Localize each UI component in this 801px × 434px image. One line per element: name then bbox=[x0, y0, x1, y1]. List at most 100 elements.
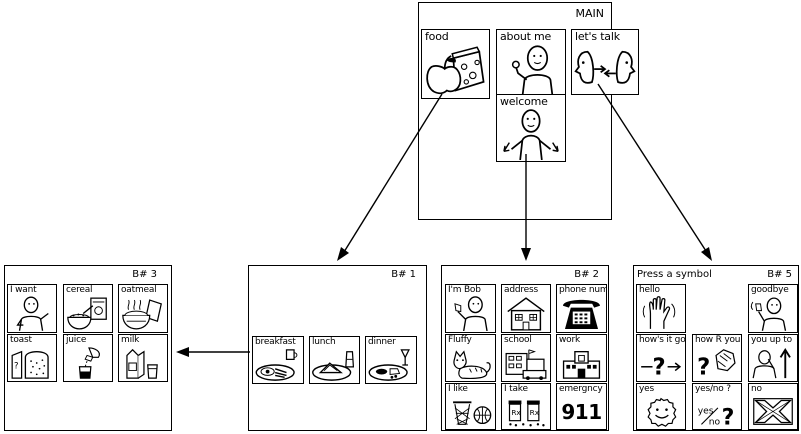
board-b2-title: B# 2 bbox=[574, 269, 599, 280]
cell-im-bob[interactable]: I'm Bob bbox=[445, 284, 496, 333]
arrow-question-icon: ? bbox=[637, 346, 685, 380]
cell-im-bob-label: I'm Bob bbox=[448, 285, 481, 295]
arrow-food-to-b1 bbox=[337, 93, 443, 261]
cell-i-want[interactable]: I want bbox=[7, 284, 57, 333]
cell-i-want-label: I want bbox=[10, 285, 37, 295]
dinner-plate-icon bbox=[366, 348, 416, 382]
cereal-bowl-icon bbox=[64, 296, 112, 331]
person-welcome-icon bbox=[497, 108, 565, 160]
svg-text:?: ? bbox=[697, 354, 710, 380]
cell-phone-num[interactable]: phone num bbox=[556, 284, 607, 333]
cell-emergency-label: emergncy bbox=[559, 384, 603, 394]
juice-glass-icon bbox=[64, 346, 112, 380]
yes-no-question-icon: yes no ? bbox=[693, 395, 741, 428]
svg-text:no: no bbox=[709, 416, 721, 427]
cell-emergency[interactable]: emergncy 911 bbox=[556, 383, 607, 430]
breakfast-plate-icon bbox=[253, 348, 303, 382]
cell-yes-label: yes bbox=[639, 384, 654, 394]
cell-you-up-to[interactable]: you up to bbox=[748, 334, 798, 382]
cell-phone-num-label: phone num bbox=[559, 285, 607, 295]
telephone-icon bbox=[557, 296, 606, 331]
arrow-lets-talk-to-b5 bbox=[597, 83, 712, 261]
person-up-arrow-icon bbox=[749, 346, 797, 380]
board-b1: B# 1 breakfast lunch dinner bbox=[248, 265, 427, 431]
cell-toast[interactable]: toast ? bbox=[7, 334, 57, 382]
cell-yes-no-label: yes/no ? bbox=[695, 384, 731, 394]
cell-lunch[interactable]: lunch bbox=[309, 336, 360, 384]
basketball-icon bbox=[446, 395, 495, 428]
cell-hello[interactable]: hello bbox=[636, 284, 686, 333]
cell-oatmeal[interactable]: oatmeal bbox=[118, 284, 168, 333]
cell-no[interactable]: no bbox=[748, 383, 798, 430]
cell-hows-it-go[interactable]: how's it go ? bbox=[636, 334, 686, 382]
emergency-number-text: 911 bbox=[561, 399, 602, 424]
cell-i-like-label: I like bbox=[448, 384, 468, 394]
board-b2: B# 2 I'm Bob address phone num bbox=[441, 265, 609, 431]
cell-about-me[interactable]: about me bbox=[496, 29, 566, 99]
person-waving-icon bbox=[446, 296, 495, 331]
arrow-b1-to-b3 bbox=[176, 347, 250, 357]
cell-no-label: no bbox=[751, 384, 762, 394]
cell-breakfast[interactable]: breakfast bbox=[252, 336, 304, 384]
cell-milk[interactable]: milk bbox=[118, 334, 168, 382]
board-b1-title: B# 1 bbox=[391, 269, 416, 280]
cell-juice[interactable]: juice bbox=[63, 334, 113, 382]
cell-welcome-label: welcome bbox=[500, 95, 548, 108]
person-reaching-icon bbox=[8, 296, 56, 331]
svg-text:?: ? bbox=[14, 362, 19, 372]
cell-i-like[interactable]: I like bbox=[445, 383, 496, 430]
svg-text:?: ? bbox=[653, 354, 666, 380]
building-icon bbox=[557, 346, 606, 380]
board-b5-title-right: B# 5 bbox=[767, 269, 792, 280]
cat-icon bbox=[446, 346, 495, 380]
question-hands-icon: ? bbox=[693, 346, 741, 380]
cell-toast-label: toast bbox=[10, 335, 32, 345]
cell-lets-talk-label: let's talk bbox=[575, 30, 620, 43]
cell-yes-no[interactable]: yes/no ? yes no ? bbox=[692, 383, 742, 430]
board-b3-title: B# 3 bbox=[132, 269, 157, 280]
cell-goodbye[interactable]: goodbye bbox=[748, 284, 798, 333]
board-b3: B# 3 I want cereal oatmea bbox=[4, 265, 172, 431]
oatmeal-bowl-icon bbox=[119, 296, 167, 331]
cell-fluffy[interactable]: Fluffy bbox=[445, 334, 496, 382]
cell-lunch-label: lunch bbox=[312, 337, 336, 347]
cell-cereal[interactable]: cereal bbox=[63, 284, 113, 333]
svg-text:?: ? bbox=[722, 405, 735, 428]
cell-food-label: food bbox=[425, 30, 449, 43]
svg-text:Rx: Rx bbox=[511, 408, 521, 417]
cell-yes[interactable]: yes bbox=[636, 383, 686, 430]
toast-icon: ? bbox=[8, 346, 56, 380]
cell-oatmeal-label: oatmeal bbox=[121, 285, 157, 295]
cell-food[interactable]: food bbox=[421, 29, 490, 99]
cell-address[interactable]: address bbox=[501, 284, 551, 333]
board-b5: Press a symbol B# 5 hello goodbye how's … bbox=[633, 265, 799, 431]
board-main-title: MAIN bbox=[575, 7, 605, 20]
cell-about-me-label: about me bbox=[500, 30, 552, 43]
lunch-plate-icon bbox=[310, 348, 359, 382]
cell-school[interactable]: school bbox=[501, 334, 551, 382]
cell-fluffy-label: Fluffy bbox=[448, 335, 472, 345]
cell-school-label: school bbox=[504, 335, 532, 345]
cell-goodbye-label: goodbye bbox=[751, 285, 789, 295]
cell-how-r-you[interactable]: how R you ? bbox=[692, 334, 742, 382]
cell-i-take-label: I take bbox=[504, 384, 528, 394]
person-pointing-icon bbox=[497, 43, 565, 97]
cell-milk-label: milk bbox=[121, 335, 140, 345]
cell-dinner-label: dinner bbox=[368, 337, 396, 347]
cell-welcome[interactable]: welcome bbox=[496, 94, 566, 162]
cell-hows-it-go-label: how's it go bbox=[639, 335, 686, 345]
arrow-about-me-to-b2 bbox=[521, 154, 531, 261]
svg-text:yes: yes bbox=[698, 405, 714, 416]
cell-lets-talk[interactable]: let's talk bbox=[571, 29, 639, 95]
cell-work[interactable]: work bbox=[556, 334, 607, 382]
cell-juice-label: juice bbox=[66, 335, 87, 345]
cell-how-r-you-label: how R you bbox=[695, 335, 741, 345]
pill-bottles-icon: Rx Rx bbox=[502, 395, 550, 428]
x-cross-icon bbox=[749, 395, 797, 428]
goodbye-wave-icon bbox=[749, 296, 797, 331]
cell-i-take[interactable]: I take Rx Rx bbox=[501, 383, 551, 430]
board-main: MAIN food about me bbox=[418, 2, 639, 220]
emergency-number: 911 bbox=[557, 395, 606, 428]
cell-dinner[interactable]: dinner bbox=[365, 336, 417, 384]
